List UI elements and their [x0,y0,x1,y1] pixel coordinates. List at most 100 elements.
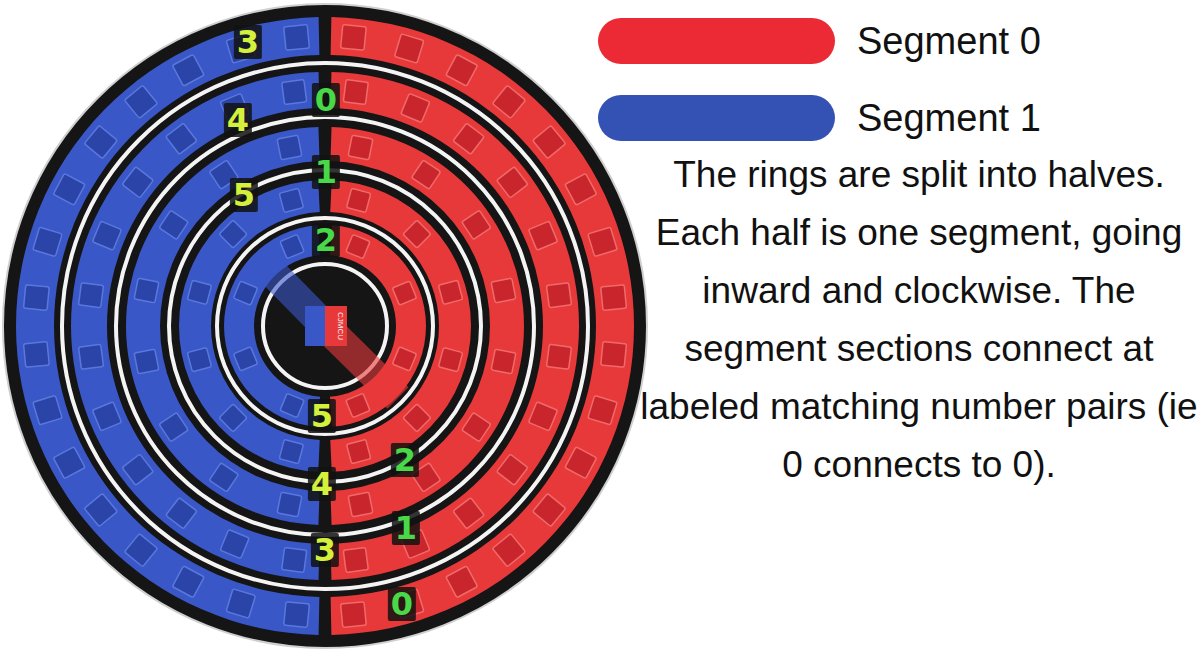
led [601,342,627,368]
center-led [305,306,325,346]
connection-number: 2 [391,443,419,477]
led [346,188,370,212]
led [187,280,211,304]
led [124,534,157,567]
led [159,210,188,239]
led [282,79,307,104]
explanation-note: The rings are split into halves. Each ha… [636,146,1202,494]
led [346,234,370,258]
led [279,439,303,463]
ring-gap [217,218,433,434]
led [122,454,153,485]
led [528,221,557,250]
led [166,498,197,529]
led [438,347,462,371]
led [453,123,484,154]
legend-entry: Segment 1 [598,95,1041,141]
led [282,547,307,572]
center-led [325,306,347,346]
led [209,463,238,492]
led [233,347,257,371]
led [446,566,478,598]
led [346,439,370,463]
led [53,173,85,205]
connection-number: 4 [224,103,252,137]
led [346,393,370,417]
led [394,34,423,63]
led [401,93,430,122]
segment-1-band [126,127,320,525]
led [565,447,597,479]
connection-number: 3 [234,25,262,59]
led [277,135,302,160]
led [187,347,211,371]
led [284,25,310,51]
led [403,220,431,248]
led [219,220,247,248]
led [491,349,516,374]
led [134,278,159,303]
connection-number: 5 [308,399,336,433]
led [341,602,367,628]
legend-label: Segment 1 [857,97,1041,140]
led [78,344,103,369]
led [546,344,571,369]
led [453,498,484,529]
legend-label: Segment 0 [857,20,1041,63]
led [92,221,121,250]
legend-swatch [598,95,835,141]
legend-swatch [598,18,835,64]
legend-entry: Segment 0 [598,18,1041,64]
led [462,210,491,239]
segment-0-band [330,180,471,472]
led [122,167,153,198]
led [24,342,50,368]
connection-number: 2 [312,223,340,257]
led [172,54,204,86]
ring-gap [116,117,534,535]
led [124,85,157,118]
led [491,278,516,303]
chip-marking: CJMCU [336,312,345,340]
led [279,188,303,212]
led [565,173,597,205]
led [92,402,121,431]
led [546,283,571,308]
led [343,79,368,104]
segment-1-band [71,72,319,580]
led [166,123,197,154]
led [588,395,617,424]
ring-gap [62,63,588,589]
led [343,547,368,572]
led [348,135,373,160]
led [411,160,440,189]
connection-number: 5 [230,178,258,212]
led [84,493,117,526]
led [24,285,50,311]
connection-number: 0 [312,83,340,117]
led [392,281,416,305]
led [84,125,117,158]
led [78,283,103,308]
led [280,234,304,258]
ring-bands [16,17,634,635]
led [446,54,478,86]
led [277,492,302,517]
connection-number: 1 [392,511,420,545]
led [134,349,159,374]
led [284,602,310,628]
led [159,412,188,441]
led [33,227,62,256]
led [462,412,491,441]
led [392,347,416,371]
led [497,454,528,485]
led [348,492,373,517]
connection-number: 0 [388,587,416,621]
segment-0-band [331,72,579,580]
led [220,529,249,558]
led [601,285,627,311]
led [226,589,255,618]
pcb-board [3,4,647,648]
led [528,402,557,431]
led [219,404,247,432]
